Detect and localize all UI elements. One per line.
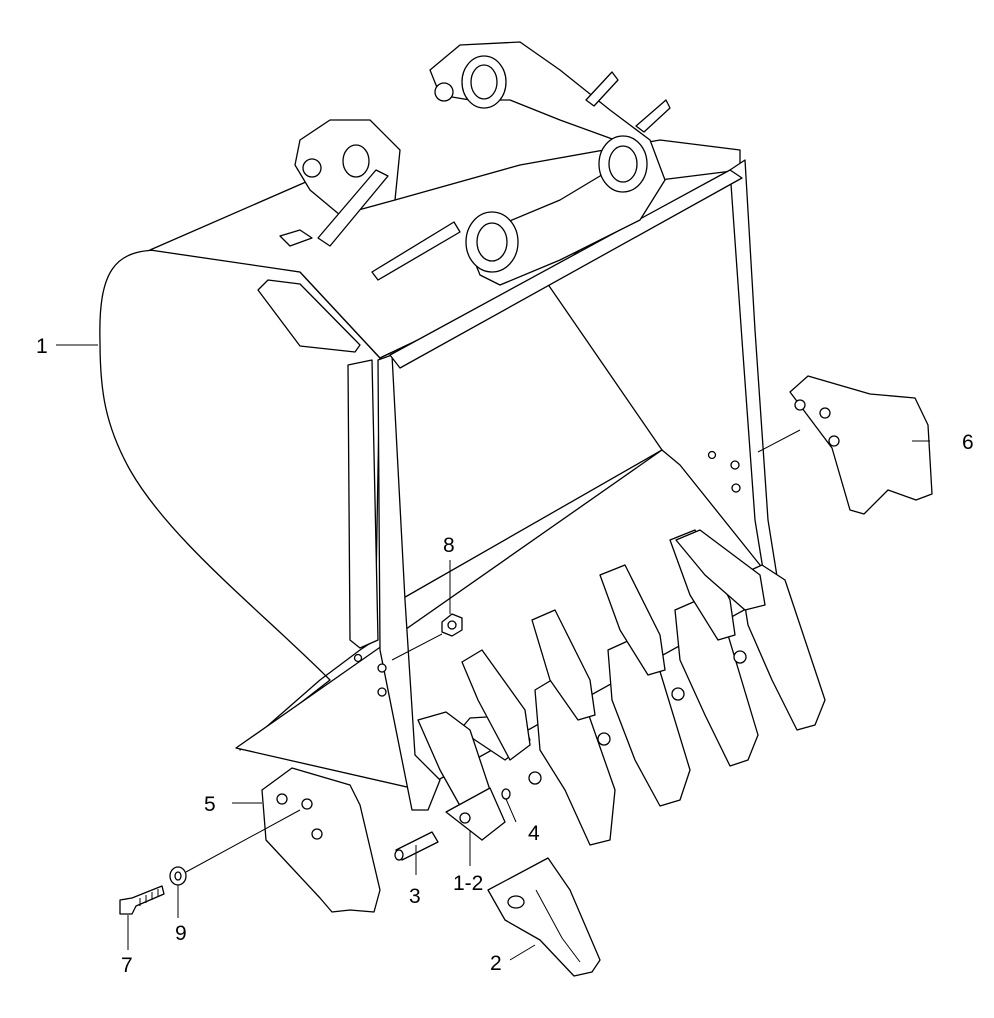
adapter-part <box>417 711 506 841</box>
washer-part <box>169 866 187 886</box>
mounted-teeth <box>459 529 826 846</box>
callout-6: 6 <box>962 431 974 454</box>
callout-9: 9 <box>175 922 187 945</box>
callout-8: 8 <box>443 534 455 557</box>
side-cutter-left <box>261 767 381 913</box>
callout-labels: 1 8 5 6 4 3 1-2 2 7 9 <box>36 335 974 977</box>
side-cutter-right <box>789 375 933 515</box>
callout-3: 3 <box>409 885 421 908</box>
pin-part <box>394 831 439 861</box>
bolt-part <box>119 885 165 915</box>
lock-part <box>501 788 511 800</box>
callout-1: 1 <box>36 335 48 358</box>
callout-7: 7 <box>121 954 133 977</box>
leader-lines <box>56 344 930 961</box>
callout-2: 2 <box>490 952 502 975</box>
side-holes <box>353 450 741 697</box>
callout-1-2: 1-2 <box>453 872 483 895</box>
callout-4: 4 <box>528 822 540 845</box>
tooth-part <box>487 857 601 977</box>
mounting-lugs <box>294 41 671 286</box>
callout-5: 5 <box>204 793 216 816</box>
nut-part <box>441 613 463 637</box>
